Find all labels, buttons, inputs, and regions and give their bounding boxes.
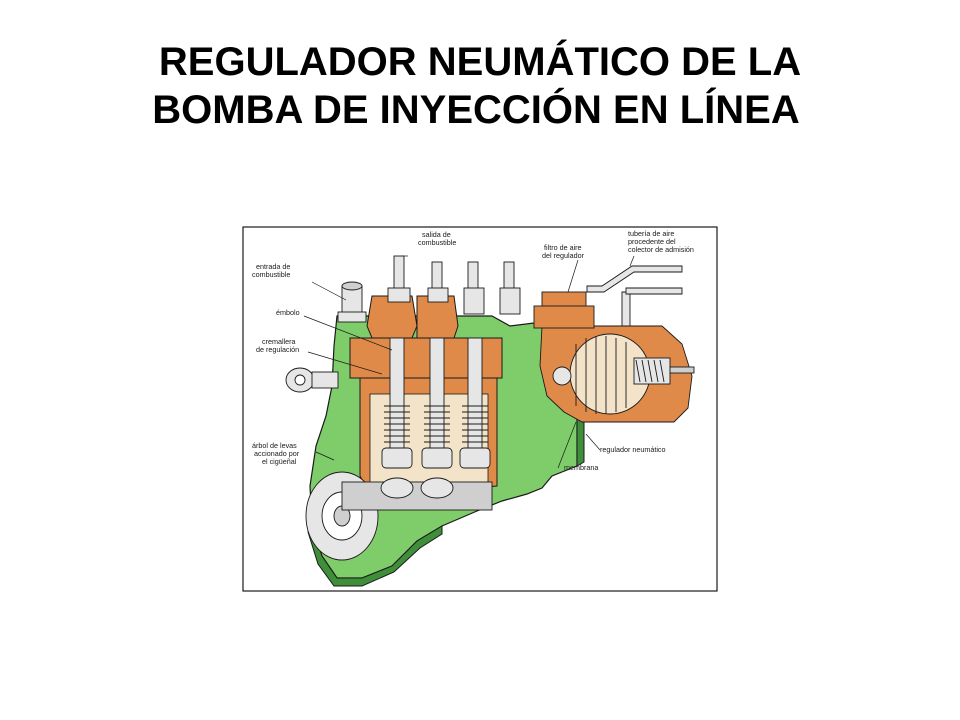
label-cremallera-2: de regulación (256, 345, 299, 354)
side-fitting (285, 367, 339, 393)
title-line-1: REGULADOR NEUMÁTICO DE LA (158, 40, 802, 84)
label-filtro-2: del regulador (542, 251, 585, 260)
delivery-outlets (387, 255, 521, 315)
label-filtro-1: filtro de aire (544, 243, 582, 252)
label-tuberia-1: tubería de aire (628, 229, 674, 238)
label-embolo: émbolo (276, 308, 300, 317)
label-entrada-1: entrada de (256, 262, 290, 271)
injection-pump-figure: salida de combustible filtro de aire del… (242, 226, 718, 592)
label-arbol-1: árbol de levas (252, 441, 297, 450)
pneumatic-governor (533, 265, 695, 423)
label-tuberia-3: colector de admisión (628, 245, 694, 254)
camshaft (305, 471, 493, 561)
injection-pump-illustration: salida de combustible filtro de aire del… (242, 226, 718, 592)
label-salida-1: salida de (422, 230, 451, 239)
slide-title: REGULADOR NEUMÁTICO DE LA BOMBA DE INYEC… (0, 38, 960, 134)
fuel-inlet-fitting (337, 281, 367, 323)
label-salida-2: combustible (418, 238, 456, 247)
leader-lines (303, 255, 635, 469)
title-line-2: BOMBA DE INYECCIÓN EN LÍNEA (152, 88, 800, 132)
label-arbol-3: el cigüeñal (262, 457, 297, 466)
pump-elements (381, 337, 491, 469)
label-entrada-2: combustible (252, 270, 290, 279)
label-cremallera-1: cremallera (262, 337, 296, 346)
label-membrana: membrana (564, 463, 598, 472)
label-tuberia-2: procedente del (628, 237, 676, 246)
diagram-labels: salida de combustible filtro de aire del… (252, 229, 694, 472)
label-arbol-2: accionado por (254, 449, 300, 458)
label-regulador: regulador neumático (600, 445, 666, 454)
